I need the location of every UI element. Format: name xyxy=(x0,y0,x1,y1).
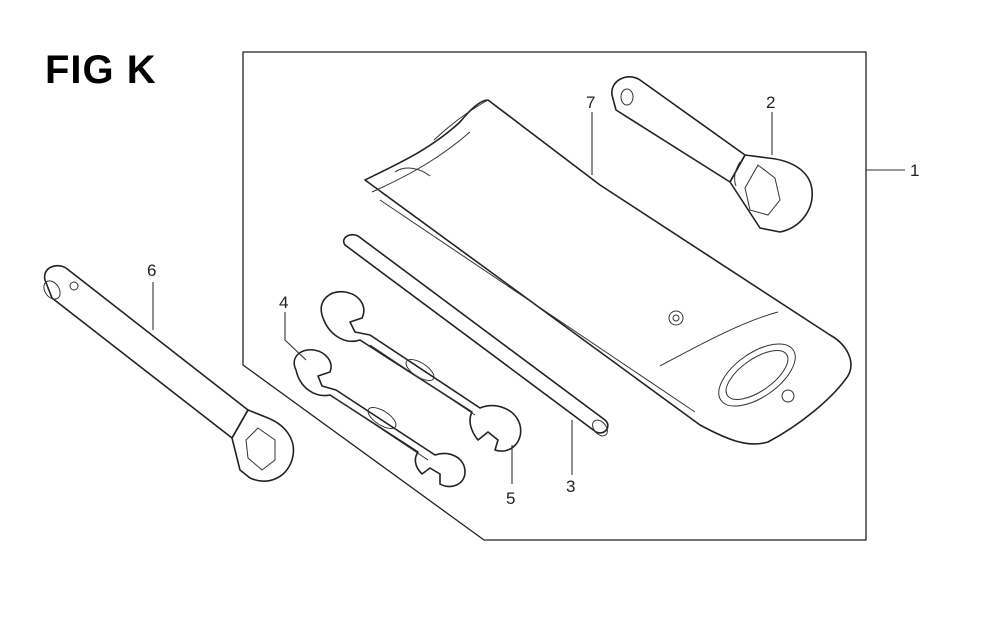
figure-title: FIG K xyxy=(45,48,157,92)
callout-1: 1 xyxy=(910,161,919,180)
callout-3: 3 xyxy=(566,477,575,496)
tool-bag-part xyxy=(364,99,852,445)
handle-rod-part xyxy=(342,233,609,437)
callout-5: 5 xyxy=(506,489,515,508)
wrench-upper-part xyxy=(320,290,522,452)
wrench-lower-part xyxy=(293,348,466,488)
callout-2: 2 xyxy=(766,93,775,112)
tool-kit-boundary xyxy=(242,51,867,541)
callout-4: 4 xyxy=(279,293,288,312)
spark-plug-spanner-part xyxy=(43,264,295,482)
callout-7: 7 xyxy=(586,93,595,112)
leader-line-4 xyxy=(284,312,307,361)
callout-6: 6 xyxy=(147,261,156,280)
box-spanner-part xyxy=(611,76,813,233)
